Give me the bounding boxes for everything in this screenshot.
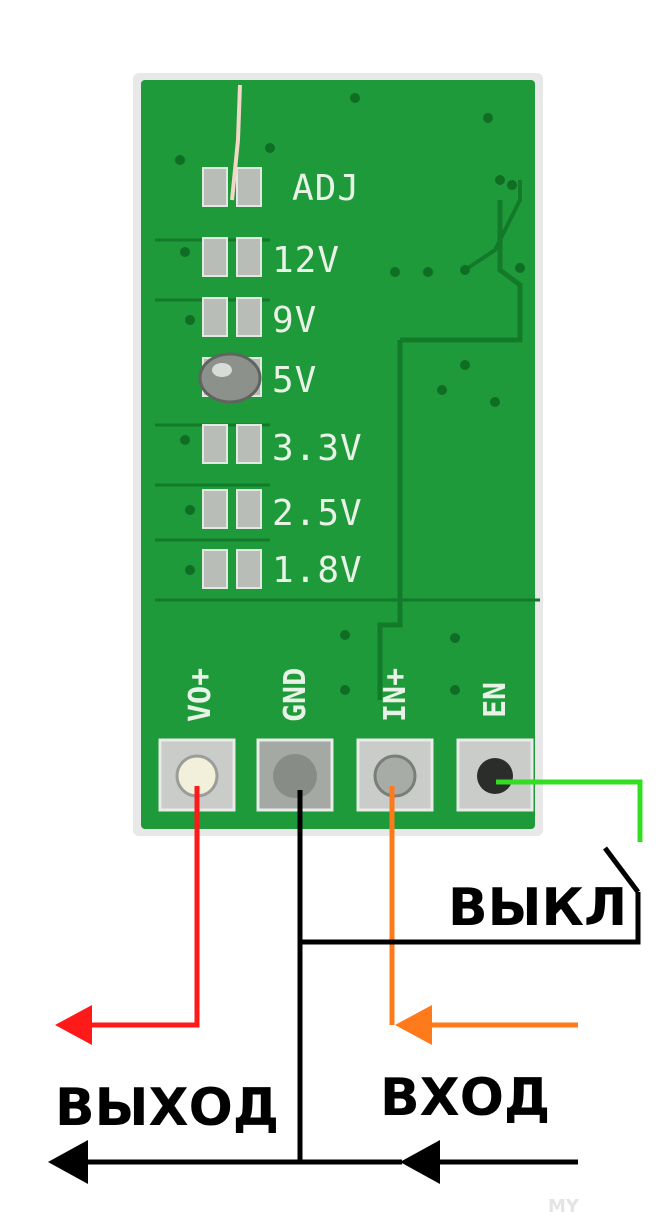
voltage-label-1v8: 1.8V: [272, 550, 363, 591]
pcb-board: ADJ 12V 9V 5V 3.3V 2.5V 1.8V VO+ GND IN+…: [133, 73, 543, 836]
output-label: ВЫХОД: [55, 1078, 279, 1138]
via: [423, 267, 433, 277]
jumper-pad-9v-left: [202, 297, 228, 337]
voltage-label-2v5: 2.5V: [272, 493, 363, 534]
via: [265, 143, 275, 153]
via: [460, 360, 470, 370]
ground-bus-arrow-mid: [400, 1140, 440, 1184]
voltage-label-adj: ADJ: [292, 168, 360, 209]
voltage-label-5v: 5V: [272, 360, 317, 401]
switch-label: ВЫКЛ: [448, 878, 627, 938]
input-wire: [389, 786, 578, 1028]
jumper-pad-9v-right: [236, 297, 262, 337]
jumper-pad-12v-right: [236, 237, 262, 277]
via: [185, 565, 195, 575]
via: [450, 685, 460, 695]
via: [340, 685, 350, 695]
via: [180, 247, 190, 257]
solder-bridge-5v: [198, 352, 262, 404]
pin-label-gnd: GND: [278, 668, 313, 722]
voltage-label-3v3: 3.3V: [272, 428, 363, 469]
vias: [175, 93, 525, 695]
voltage-label-12v: 12V: [272, 240, 340, 281]
jumper-pad-1v8-right: [236, 549, 262, 589]
via: [437, 385, 447, 395]
pin-label-vo-plus: VO+: [183, 668, 218, 722]
jumper-pad-3v3-right: [236, 424, 262, 464]
input-label: ВХОД: [380, 1068, 550, 1128]
jumper-pad-adj-left: [202, 167, 228, 207]
ground-wire-switch: [300, 892, 641, 945]
solder-bridge-highlight: [212, 363, 232, 377]
wires: [48, 779, 643, 1184]
via: [507, 180, 517, 190]
pin-pads: [158, 738, 534, 812]
jumper-pad-2v5-left: [202, 489, 228, 529]
ground-bus-arrow-left: [48, 1140, 88, 1184]
via: [350, 93, 360, 103]
jumper-pad-adj-right: [236, 167, 262, 207]
jumper-pad-2v5-right: [236, 489, 262, 529]
pcb-trace: [377, 340, 403, 700]
watermark: MY: [548, 1196, 580, 1217]
pcb-scratch: [230, 84, 242, 201]
input-arrow-head: [395, 1005, 432, 1045]
pin-hole-en: [477, 758, 513, 794]
via: [495, 175, 505, 185]
output-arrow-head: [55, 1005, 92, 1045]
voltage-label-9v: 9V: [272, 300, 317, 341]
via: [390, 267, 400, 277]
via: [483, 113, 493, 123]
output-wire: [90, 786, 200, 1028]
jumper-pad-1v8-left: [202, 549, 228, 589]
pin-hole-in-plus: [373, 754, 417, 798]
via: [185, 315, 195, 325]
pin-label-in-plus: IN+: [378, 668, 413, 722]
via: [340, 630, 350, 640]
pin-hole-gnd: [273, 754, 317, 798]
pcb-trace: [400, 200, 523, 343]
enable-wire: [496, 779, 643, 842]
pin-label-en: EN: [478, 682, 513, 718]
via: [450, 633, 460, 643]
switch-lever: [603, 846, 640, 894]
jumper-pad-3v3-left: [202, 424, 228, 464]
via: [180, 435, 190, 445]
via: [490, 397, 500, 407]
via: [460, 265, 470, 275]
via: [515, 263, 525, 273]
via: [185, 505, 195, 515]
jumper-pad-12v-left: [202, 237, 228, 277]
pcb-trace: [463, 180, 522, 272]
via: [175, 155, 185, 165]
